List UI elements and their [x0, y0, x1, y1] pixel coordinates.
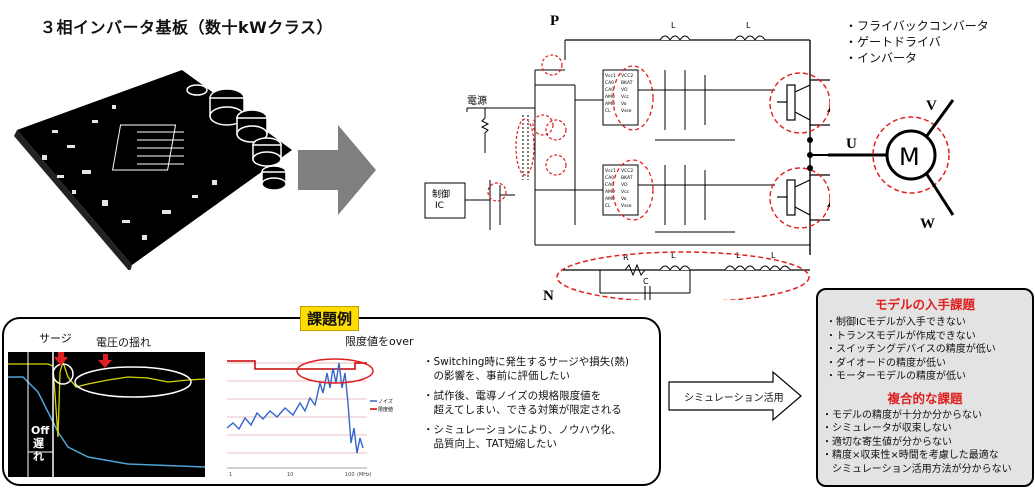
complex-item: ・精度×収束性×時間を考慮した最適な シミュレーション活用方法が分からない — [822, 450, 1012, 475]
issue-item-1: ・Switching時に発生するサージや損失(熱) の影響を、事前に評価したい — [423, 355, 629, 383]
svg-text:AM0: AM0 — [605, 94, 615, 100]
axis-tick: 10 — [287, 472, 293, 478]
capacitor-c-bottom: C — [643, 277, 649, 286]
label-simulation-use: シミュレーション活用 — [684, 393, 784, 404]
svg-text:Vsse: Vsse — [621, 203, 632, 209]
axis-tick: (MHz) — [357, 472, 372, 478]
inductor-l-top-2: L — [746, 21, 751, 30]
inductor-l-bottom-2: L — [736, 251, 741, 260]
svg-text:Vsse: Vsse — [621, 108, 632, 114]
complex-item: ・適切な寄生値が分からない — [822, 436, 952, 448]
issue-list: ・Switching時に発生するサージや損失(熱) の影響を、事前に評価したい … — [423, 355, 629, 457]
svg-text:CA0: CA0 — [605, 175, 614, 181]
svg-text:CL: CL — [605, 108, 611, 114]
issue-text: ・Switching時に発生するサージや損失(熱) の影響を、事前に評価したい — [423, 356, 629, 382]
svg-text:Vcc: Vcc — [621, 189, 630, 195]
label-surge: サージ — [38, 330, 73, 346]
bullet-item: ・インバータ — [845, 51, 918, 65]
svg-text:AM0: AM0 — [605, 101, 615, 107]
svg-text:Vo: Vo — [621, 101, 627, 107]
axis-tick: 1 — [229, 472, 232, 478]
issue-tag: 課題例 — [300, 306, 360, 331]
svg-text:CA0: CA0 — [605, 87, 614, 93]
model-heading: モデルの入手課題 — [874, 297, 975, 312]
model-item: ・制御ICモデルが入手できない — [826, 317, 966, 328]
component-list: ・フライバックコンバータ ・ゲートドライバ ・インバータ — [845, 18, 989, 66]
issue-text: ・シミュレーションにより、ノウハウ化、 品質向上、TAT短縮したい — [423, 424, 622, 450]
svg-text:VO: VO — [621, 182, 628, 188]
page-title: ３相インバータ基板（数十kWクラス） — [40, 18, 333, 37]
label-m: M — [899, 143, 920, 171]
svg-text:AM0: AM0 — [605, 189, 615, 195]
svg-text:VCC2: VCC2 — [621, 73, 633, 79]
label-w: W — [920, 216, 935, 232]
svg-text:BKAT: BKAT — [621, 175, 633, 181]
bullet-item: ・ゲートドライバ — [845, 35, 941, 49]
resistor-r-bottom: R — [623, 253, 629, 262]
label-p: P — [550, 13, 559, 29]
svg-text:Vcc: Vcc — [621, 94, 630, 100]
svg-text:CL: CL — [605, 203, 611, 209]
label-power: 電源 — [467, 94, 487, 107]
svg-text:VO: VO — [621, 87, 628, 93]
inductor-l-bottom-3: L — [771, 251, 776, 260]
svg-text:Vcc1: Vcc1 — [605, 168, 616, 174]
legend-limit: 限度値 — [378, 406, 393, 413]
pcb-image — [14, 70, 292, 270]
noise-spectrum-chart: 1 10 100 (MHz) ノイズ 限度値 — [226, 353, 393, 478]
issue-item-3: ・シミュレーションにより、ノウハウ化、 品質向上、TAT短縮したい — [423, 423, 629, 451]
inductor-l-top-1: L — [671, 21, 676, 30]
label-limit-over: 限度値をover — [345, 335, 414, 348]
inductor-l-bottom-1: L — [671, 251, 676, 260]
svg-text:Vcc1: Vcc1 — [605, 73, 616, 79]
model-item: ・スイッチングデバイスの精度が低い — [826, 344, 996, 355]
challenges-box: モデルの入手課題 ・制御ICモデルが入手できない ・トランスモデルが作成できない… — [816, 288, 1034, 487]
complex-item: ・シミュレータが収束しない — [822, 423, 952, 434]
svg-text:CA0: CA0 — [605, 80, 614, 86]
legend-noise: ノイズ — [378, 398, 393, 405]
label-n: N — [543, 288, 554, 300]
motor-diagram: U M V W — [828, 98, 955, 232]
svg-text:CA0: CA0 — [605, 182, 614, 188]
axis-tick: 100 — [345, 472, 355, 478]
svg-text:BKAT: BKAT — [621, 80, 633, 86]
flow-arrow-icon — [298, 125, 376, 215]
svg-text:VCC2: VCC2 — [621, 168, 633, 174]
simulation-arrow-icon — [668, 370, 802, 422]
label-v: V — [926, 98, 937, 114]
model-item: ・モーターモデルの精度が低い — [826, 371, 966, 382]
svg-text:AM0: AM0 — [605, 196, 615, 202]
model-item: ・トランスモデルが作成できない — [826, 330, 976, 342]
svg-text:Vo: Vo — [621, 196, 627, 202]
label-voltage-ripple: 電圧の揺れ — [95, 334, 152, 350]
complex-item: ・モデルの精度が十分か分からない — [822, 409, 982, 421]
label-u: U — [846, 136, 857, 152]
issue-item-2: ・試作後、電導ノイズの規格限度値を 超えてしまい、できる対策が限定される — [423, 389, 629, 417]
issue-text: ・試作後、電導ノイズの規格限度値を 超えてしまい、できる対策が限定される — [423, 390, 622, 416]
model-item: ・ダイオードの精度が低い — [826, 357, 946, 369]
complex-heading: 複合的な課題 — [887, 390, 963, 406]
bullet-item: ・フライバックコンバータ — [845, 19, 989, 33]
